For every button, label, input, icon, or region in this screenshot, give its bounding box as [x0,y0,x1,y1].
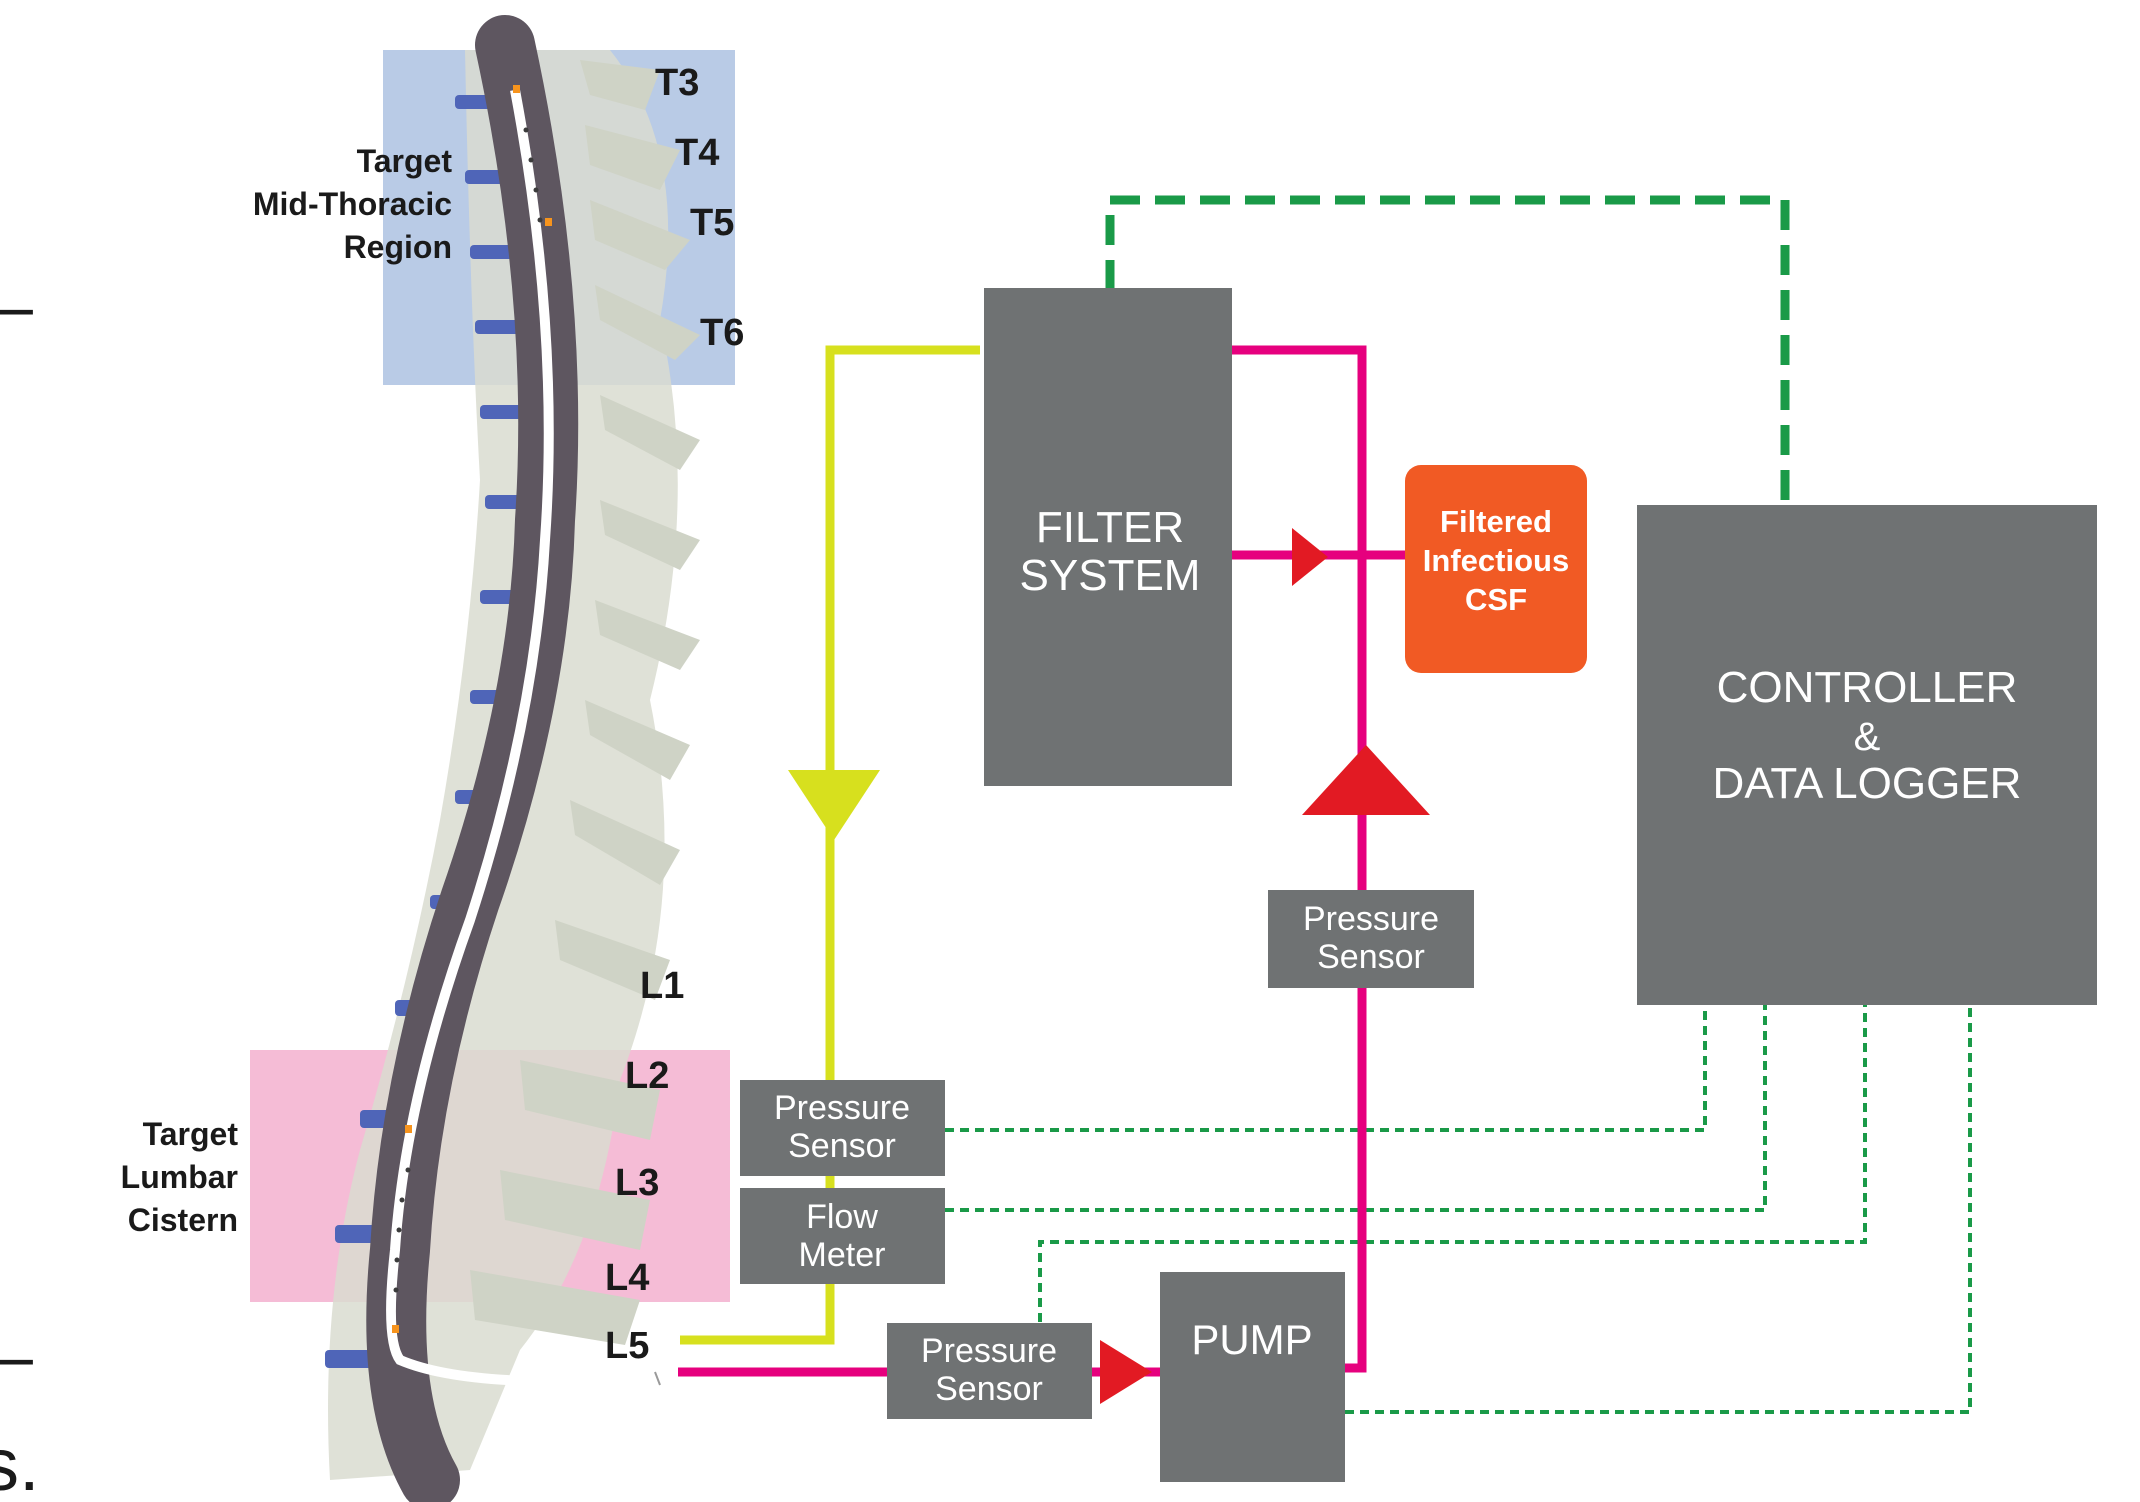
label-t6: T6 [700,312,744,354]
thoracic-label-line2: Mid-Thoracic [253,186,452,222]
filter-label-line2: SYSTEM [1020,551,1201,600]
csf-label-line1: Filtered [1440,504,1552,539]
filter-label-line1: FILTER [1036,503,1184,552]
pressure-sensor-lumbar-line2: Sensor [788,1127,896,1165]
thoracic-label-line3: Region [344,229,452,265]
pressure-sensor-bottom: Pressure Sensor [887,1323,1092,1419]
edge-glyph-3: s. [0,1423,40,1502]
csf-label-line2: Infectious [1423,543,1569,578]
controller-label-line1: CONTROLLER [1717,663,2018,712]
label-l1: L1 [640,965,684,1007]
pressure-sensor-mid-line1: Pressure [1303,900,1439,938]
lumbar-label-line2: Lumbar [121,1159,238,1195]
flow-meter-line1: Flow [806,1198,878,1236]
pump-box: PUMP [1160,1272,1345,1482]
filtered-csf-box: Filtered Infectious CSF [1405,465,1587,673]
label-l3: L3 [615,1162,659,1204]
controller-label-line3: DATA LOGGER [1713,759,2022,808]
wire-flow-meter [945,1005,1765,1210]
thoracic-label-line1: Target [357,143,453,179]
pressure-sensor-bottom-line2: Sensor [935,1370,1043,1408]
yellow-flow-arrow [788,770,880,840]
filter-system-box: FILTER SYSTEM [984,288,1232,786]
flow-meter-line2: Meter [799,1236,886,1274]
thoracic-region-label: Target Mid-Thoracic Region [253,143,452,265]
label-l5: L5 [605,1325,649,1367]
pressure-sensor-lumbar: Pressure Sensor [740,1080,945,1176]
csf-label-line3: CSF [1465,582,1527,617]
wire-pressure-sensor-lumbar [945,1005,1705,1130]
edge-glyph-1: – [0,267,33,345]
red-arrow-to-csf [1292,528,1328,586]
controller-label-line2: & [1854,715,1881,759]
flow-meter: Flow Meter [740,1188,945,1284]
magenta-pump-to-filter-line [1232,350,1362,1368]
lumbar-label-line3: Cistern [128,1202,238,1238]
left-edge-fragments: – – s. [0,267,40,1502]
catheter-outline [655,1372,660,1385]
label-l4: L4 [605,1257,649,1299]
pressure-sensor-mid: Pressure Sensor [1268,890,1474,988]
label-t3: T3 [655,62,699,104]
red-arrow-upward [1302,745,1430,815]
pressure-sensor-lumbar-line1: Pressure [774,1089,910,1127]
edge-glyph-2: – [0,1317,33,1395]
label-l2: L2 [625,1055,669,1097]
red-arrow-to-pump [1100,1340,1152,1404]
controller-box: CONTROLLER & DATA LOGGER [1637,505,2097,1005]
pressure-sensor-bottom-line1: Pressure [921,1332,1057,1370]
label-t5: T5 [690,202,734,244]
label-t4: T4 [675,132,719,174]
pressure-sensor-mid-line2: Sensor [1317,938,1425,976]
lumbar-region-label: Target Lumbar Cistern [121,1116,239,1238]
pump-label: PUMP [1191,1316,1312,1363]
lumbar-label-line1: Target [143,1116,239,1152]
